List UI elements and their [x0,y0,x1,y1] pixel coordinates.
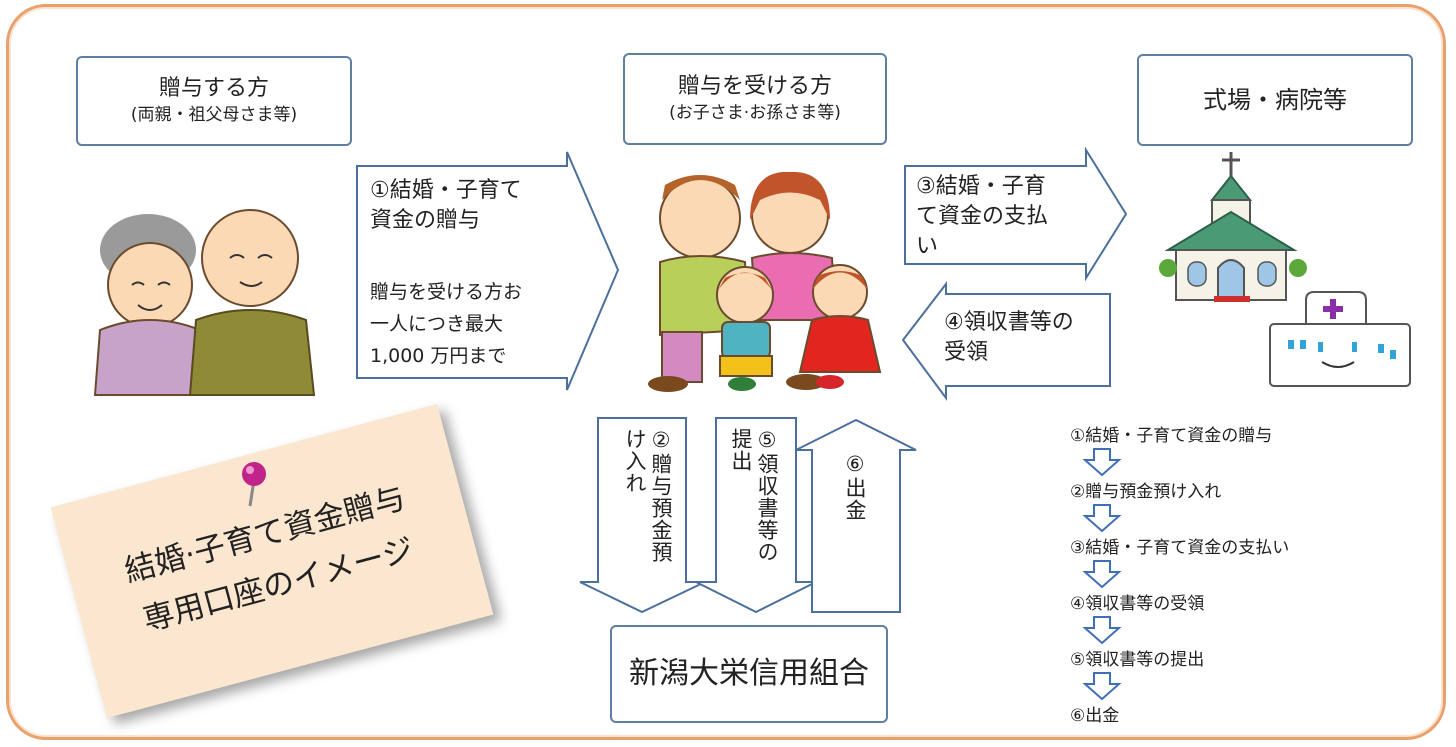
receiver-subtitle: (お子さま·お孫さま等) [669,103,841,123]
arrow-5-label: ⑤領収書等の提出 [728,428,780,578]
arrow-4-line-1: ④領収書等の [944,310,1074,335]
venue-box: 式場・病院等 [1137,54,1413,146]
arrow-4-label: ④領収書等の 受領 [944,308,1074,368]
arrow-1-note-line-1: 贈与を受ける方お [370,281,523,303]
arrow-4-line-2: 受領 [944,340,989,365]
grandparents-illustration [93,209,316,396]
arrow-1-label: ①結婚・子育て 資金の贈与 [370,176,522,236]
arrow-5-col-2: の提出 [729,428,779,563]
flow-step-5: ⑤領収書等の提出 [1070,650,1205,670]
flow-step-1: ①結婚・子育て資金の贈与 [1070,426,1273,446]
church-illustration [1159,152,1307,302]
arrow-1-gift [356,151,620,391]
flow-list: ①結婚・子育て資金の贈与 ②贈与預金預け入れ ③結婚・子育て資金の支払い ④領収… [1070,424,1370,728]
bank-box: 新潟大栄信用組合 [610,625,888,723]
arrow-6-col-1: ⑥出金 [843,452,867,521]
arrow-6-withdraw [795,418,917,613]
bank-name: 新潟大栄信用組合 [629,656,869,691]
arrow-3-line-2: て資金の支払 [916,204,1049,229]
flow-step-6: ⑥出金 [1070,706,1120,726]
flow-step-4: ④領収書等の受領 [1070,594,1205,614]
arrow-1-line-1: ①結婚・子育て [370,178,522,203]
arrow-5-submit [695,417,817,614]
hospital-illustration [1269,291,1411,387]
arrow-4-receipt [901,281,1111,402]
flow-step-2: ②贈与預金預け入れ [1070,482,1222,502]
arrow-3-payment [904,146,1128,282]
pushpin-icon [242,462,266,507]
arrow-1-note-line-2: 一人につき最大 [370,313,504,335]
arrow-5-col-1: ⑤領収書等 [755,428,779,541]
arrow-2-col-1: ②贈与預金 [649,428,673,541]
receiver-title: 贈与を受ける方 [677,74,832,99]
giver-box: 贈与する方 (両親・祖父母さま等) [76,56,352,146]
flow-down-arrow-icon [1082,672,1122,701]
venue-title: 式場・病院等 [1203,86,1347,114]
arrow-6-label: ⑥出金 [842,452,868,572]
arrow-2-label: ②贈与預金預け入れ [622,428,674,578]
outer-frame [6,4,1446,740]
arrow-1-line-2: 資金の贈与 [370,208,481,233]
flow-down-arrow-icon [1082,504,1122,533]
flow-down-arrow-icon [1082,560,1122,589]
family-illustration [648,171,882,392]
arrow-1-note-line-3: 1,000 万円まで [370,345,507,367]
arrow-2-col-2: 預け入れ [623,428,673,563]
arrow-3-line-3: い [916,234,939,259]
arrow-3-line-1: ③結婚・子育 [916,174,1046,199]
receiver-box: 贈与を受ける方 (お子さま·お孫さま等) [623,53,887,145]
flow-down-arrow-icon [1082,616,1122,645]
arrow-3-label: ③結婚・子育 て資金の支払 い [916,172,1048,262]
arrow-1-note: 贈与を受ける方お 一人につき最大 1,000 万円まで [370,276,522,372]
flow-down-arrow-icon [1082,448,1122,477]
flow-step-3: ③結婚・子育て資金の支払い [1070,538,1290,558]
giver-title: 贈与する方 [158,76,269,101]
arrow-2-deposit [579,417,706,614]
giver-subtitle: (両親・祖父母さま等) [130,105,298,125]
